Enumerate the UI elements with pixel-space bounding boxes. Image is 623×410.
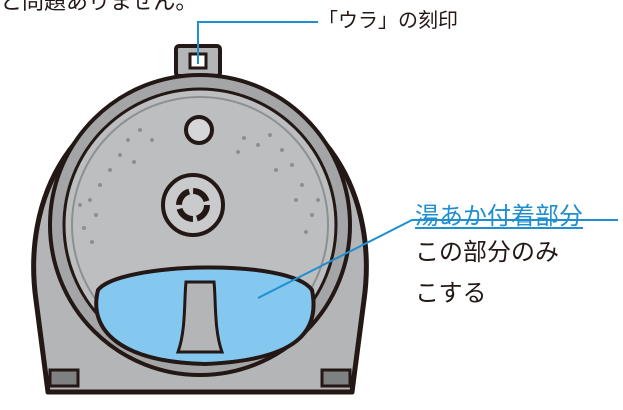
residue-heading: 湯あか付着部分 — [415, 202, 583, 230]
right-foot — [320, 368, 352, 388]
center-rib — [175, 280, 225, 354]
center-knob — [161, 173, 225, 237]
engraving-label: 「ウラ」の刻印 — [318, 8, 458, 32]
residue-area — [94, 265, 316, 367]
engraving-leader — [197, 21, 318, 64]
small-hole — [184, 115, 214, 145]
residue-instruction-line2: こする — [415, 279, 487, 307]
leader-lines — [197, 21, 618, 299]
texture-dots — [78, 128, 320, 244]
residue-leader — [257, 219, 618, 299]
left-foot — [48, 368, 80, 388]
top-note-text: と問題ありません。 — [0, 0, 198, 15]
residue-instruction-line1: この部分のみ — [415, 238, 559, 266]
